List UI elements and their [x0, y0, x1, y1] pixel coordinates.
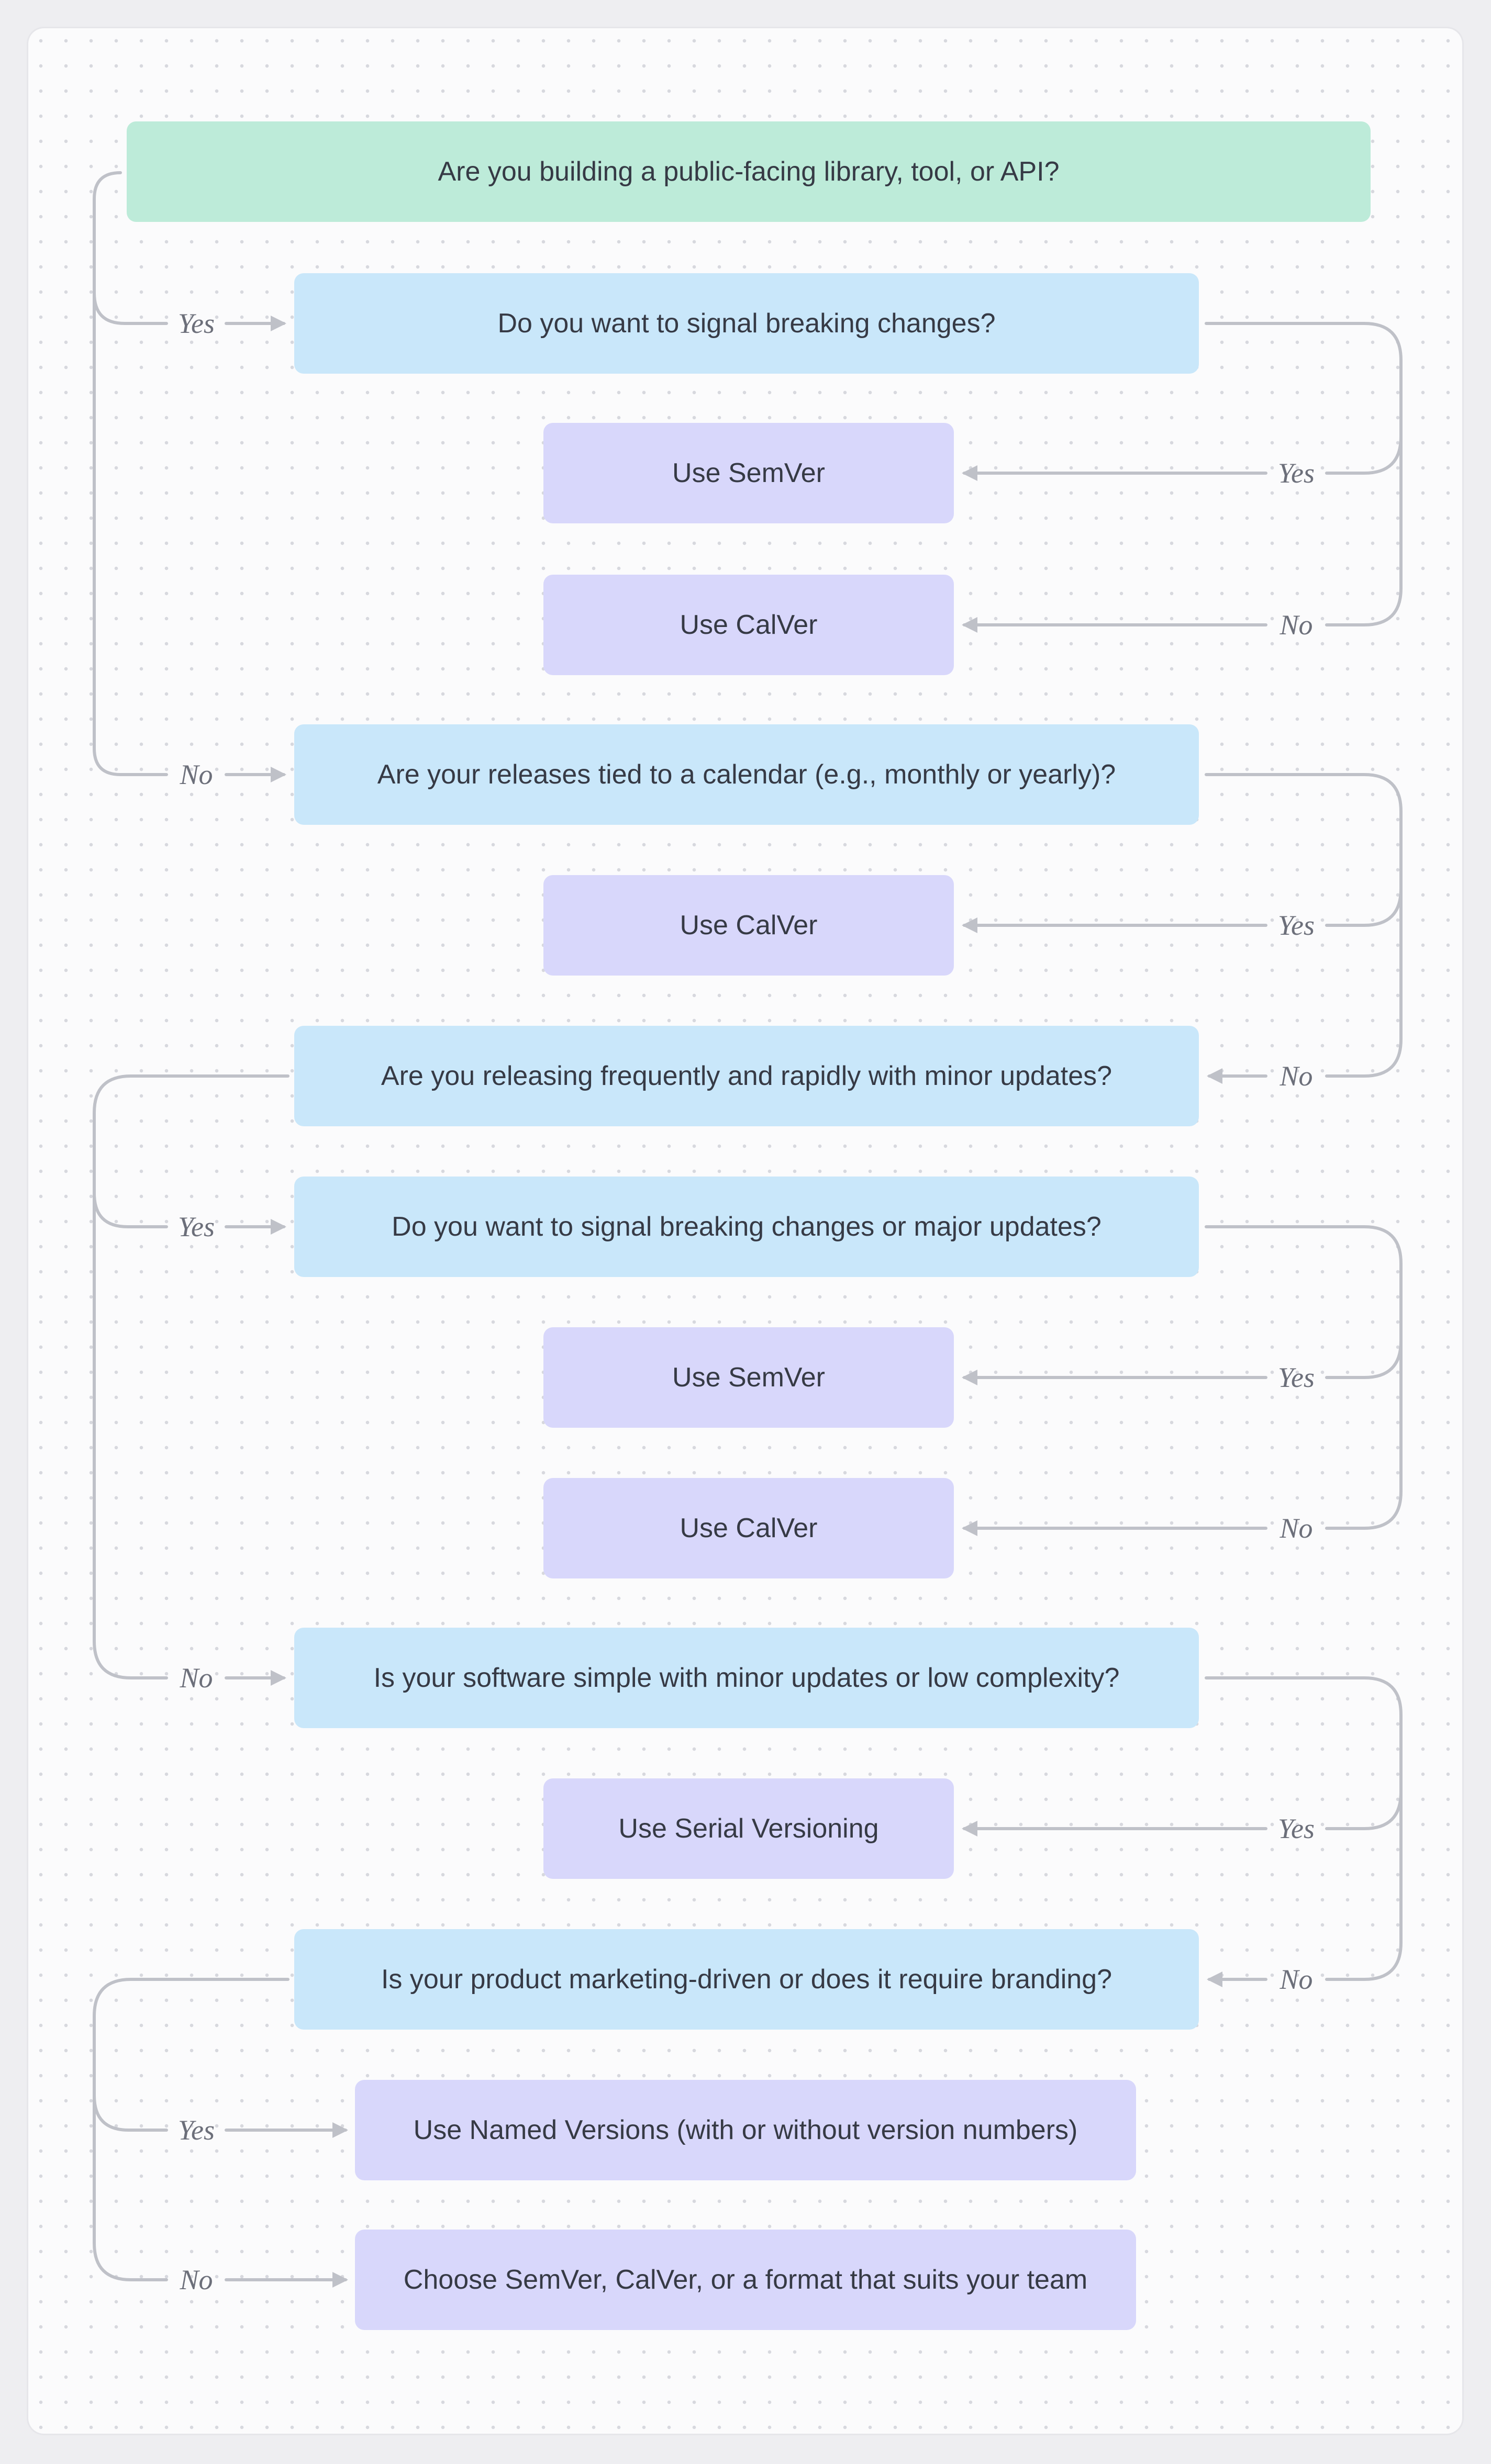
edge-label-yes: Yes — [177, 308, 215, 339]
edge-label-no: No — [180, 1662, 213, 1694]
connector-breaking-bracket — [1205, 322, 1403, 626]
question-node-calendar: Are your releases tied to a calendar (e.… — [294, 724, 1199, 825]
edge-label-no: No — [1279, 1513, 1313, 1544]
answer-node-semver-2: Use SemVer — [543, 1327, 954, 1428]
answer-node-named-versions: Use Named Versions (with or without vers… — [355, 2080, 1136, 2180]
connector-simple-bracket — [1205, 1676, 1403, 1981]
connector-breaking-major-bracket — [1205, 1225, 1403, 1530]
edge-label-no: No — [1279, 609, 1313, 641]
answer-node-choose-format: Choose SemVer, CalVer, or a format that … — [355, 2230, 1136, 2330]
edge-label-no: No — [1279, 1060, 1313, 1092]
edge-label-yes: Yes — [1277, 910, 1315, 941]
question-node-marketing: Is your product marketing-driven or does… — [294, 1929, 1199, 2030]
connector-frequent-trunk — [93, 1074, 290, 1679]
edge-label-no: No — [180, 759, 213, 790]
answer-node-calver-3: Use CalVer — [543, 1478, 954, 1578]
answer-node-calver-1: Use CalVer — [543, 575, 954, 675]
answer-node-calver-2: Use CalVer — [543, 875, 954, 976]
edge-label-yes: Yes — [1277, 457, 1315, 489]
answer-node-serial-versioning: Use Serial Versioning — [543, 1778, 954, 1879]
edge-label-no: No — [1279, 1964, 1313, 1995]
start-question-node: Are you building a public-facing library… — [127, 121, 1371, 222]
question-node-breaking-changes: Do you want to signal breaking changes? — [294, 273, 1199, 374]
connector-marketing-trunk — [93, 1978, 290, 2281]
edge-label-yes: Yes — [1277, 1813, 1315, 1844]
question-node-breaking-or-major: Do you want to signal breaking changes o… — [294, 1177, 1199, 1277]
edge-label-yes: Yes — [177, 2114, 215, 2146]
connector-calendar-bracket — [1205, 773, 1403, 1078]
edge-label-yes: Yes — [1277, 1362, 1315, 1393]
edge-label-no: No — [180, 2264, 213, 2295]
edge-label-yes: Yes — [177, 1211, 215, 1242]
connector-start-trunk — [93, 171, 122, 776]
question-node-simple-software: Is your software simple with minor updat… — [294, 1628, 1199, 1728]
question-node-frequent-releases: Are you releasing frequently and rapidly… — [294, 1026, 1199, 1126]
answer-node-semver-1: Use SemVer — [543, 423, 954, 523]
